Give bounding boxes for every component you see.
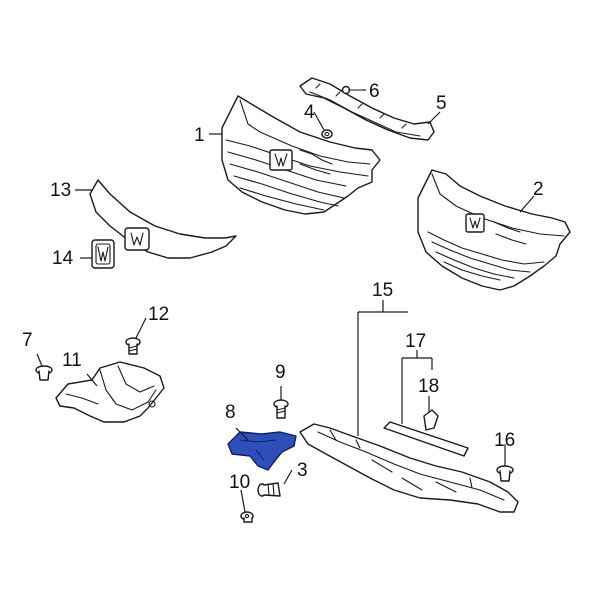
callout-5: 5 [436, 93, 447, 114]
undercover-part-15[interactable] [299, 423, 519, 513]
callout-9: 9 [275, 362, 286, 383]
grille-part-2[interactable] [417, 169, 571, 291]
callout-7: 7 [22, 330, 33, 351]
leader-lines [36, 89, 535, 513]
emblem-part-14[interactable] [91, 239, 115, 269]
clip-part-4[interactable] [321, 129, 333, 139]
screw-part-6[interactable] [341, 85, 363, 95]
callout-11: 11 [62, 350, 82, 371]
bracket-part-5[interactable] [299, 77, 435, 141]
bracket-part-8-highlighted[interactable] [227, 431, 297, 471]
callout-1: 1 [194, 125, 205, 146]
callout-6: 6 [369, 81, 380, 102]
callout-3: 3 [297, 460, 308, 481]
callout-4: 4 [304, 102, 315, 123]
callout-8: 8 [225, 402, 236, 423]
grille-part-1[interactable] [221, 95, 381, 215]
seal-part-17[interactable] [383, 421, 469, 457]
bracket-part-11[interactable] [55, 361, 165, 423]
callout-10: 10 [229, 472, 250, 493]
molding-part-13[interactable] [89, 179, 237, 259]
bolt-part-9[interactable] [273, 399, 289, 419]
bolt-part-12[interactable] [125, 337, 141, 355]
callout-18: 18 [418, 376, 439, 397]
callout-12: 12 [148, 304, 169, 325]
callout-2: 2 [533, 179, 544, 200]
clip-part-16[interactable] [496, 465, 514, 482]
callout-labels: 1 2 3 4 5 6 7 8 9 10 11 12 13 14 15 16 1… [22, 81, 544, 493]
clip-part-18[interactable] [423, 409, 439, 431]
highlight-fill [227, 431, 297, 471]
callout-17: 17 [405, 331, 426, 352]
bolt-part-3[interactable] [257, 482, 281, 497]
callout-15: 15 [372, 280, 393, 301]
callout-14: 14 [52, 248, 74, 269]
bolt-part-10[interactable] [240, 511, 254, 523]
callout-16: 16 [494, 430, 515, 451]
clip-part-7[interactable] [35, 365, 53, 381]
callout-13: 13 [50, 180, 71, 201]
